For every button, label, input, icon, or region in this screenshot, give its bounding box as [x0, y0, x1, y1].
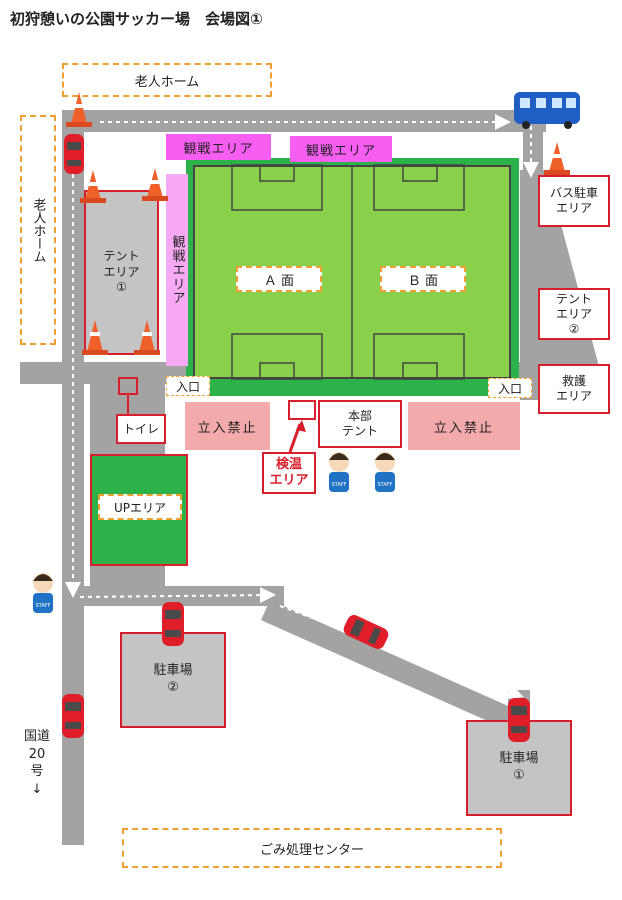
- svg-text:STAFF: STAFF: [35, 603, 50, 609]
- entrance-right: 入口: [488, 378, 532, 398]
- staff-person-icon: STAFF: [329, 452, 349, 492]
- elderly-home-top: 老人ホーム: [62, 63, 272, 97]
- court-a: Ａ 面: [236, 266, 322, 292]
- temp-check-label: 検温 エリア: [269, 456, 309, 488]
- rescue-area-label: 救護 エリア: [555, 374, 592, 403]
- elderly-home-left: 老人ホーム: [20, 115, 56, 345]
- road-lower-horizontal: [62, 586, 284, 606]
- no-entry-left: 立入禁止: [185, 402, 270, 450]
- svg-text:STAFF: STAFF: [377, 482, 392, 488]
- bus-parking-label: バス駐車 エリア: [549, 186, 598, 215]
- page-title: 初狩憩いの公園サッカー場 会場図①: [10, 10, 263, 28]
- svg-text:STAFF: STAFF: [331, 482, 346, 488]
- viewing-area-2: 観戦エリア: [290, 136, 392, 162]
- toilet-marker: [118, 377, 138, 395]
- temp-check-marker: [288, 400, 316, 420]
- tent-area-2-label: テント エリア ②: [555, 291, 592, 336]
- toilet: トイレ: [116, 414, 166, 444]
- court-b: Ｂ 面: [380, 266, 466, 292]
- staff-person-icon: STAFF: [375, 452, 395, 492]
- staff-person-icon: STAFF: [33, 573, 53, 613]
- road-diagonal: [261, 600, 531, 737]
- garbage-center: ごみ処理センター: [122, 828, 502, 868]
- parking-2-label: 駐車場 ②: [153, 663, 193, 695]
- tent-area-1: テント エリア ①: [84, 190, 159, 355]
- up-area: UPエリア: [98, 494, 182, 520]
- traffic-cone-icon: [544, 142, 570, 175]
- bus-parking-area: バス駐車 エリア: [538, 175, 610, 227]
- parking-1-label: 駐車場 ①: [499, 751, 539, 783]
- rescue-area: 救護 エリア: [538, 364, 610, 414]
- parking-1: 駐車場 ①: [466, 720, 572, 816]
- road-left-vertical: [62, 110, 84, 845]
- tent-area-2: テント エリア ②: [538, 288, 610, 340]
- hq-tent-label: 本部 テント: [341, 409, 378, 438]
- temp-check-area: 検温 エリア: [262, 452, 316, 494]
- road-top: [66, 110, 546, 132]
- viewing-area-1: 観戦エリア: [166, 134, 271, 160]
- entrance-left: 入口: [166, 376, 210, 396]
- tent-area-1-label: テント エリア ①: [103, 249, 140, 295]
- hq-tent: 本部 テント: [318, 400, 402, 448]
- parking-2: 駐車場 ②: [120, 632, 226, 728]
- route-20-label: 国道 20 号 ↓: [23, 729, 50, 797]
- viewing-area-left: 観戦エリア: [166, 174, 188, 366]
- no-entry-right: 立入禁止: [408, 402, 520, 450]
